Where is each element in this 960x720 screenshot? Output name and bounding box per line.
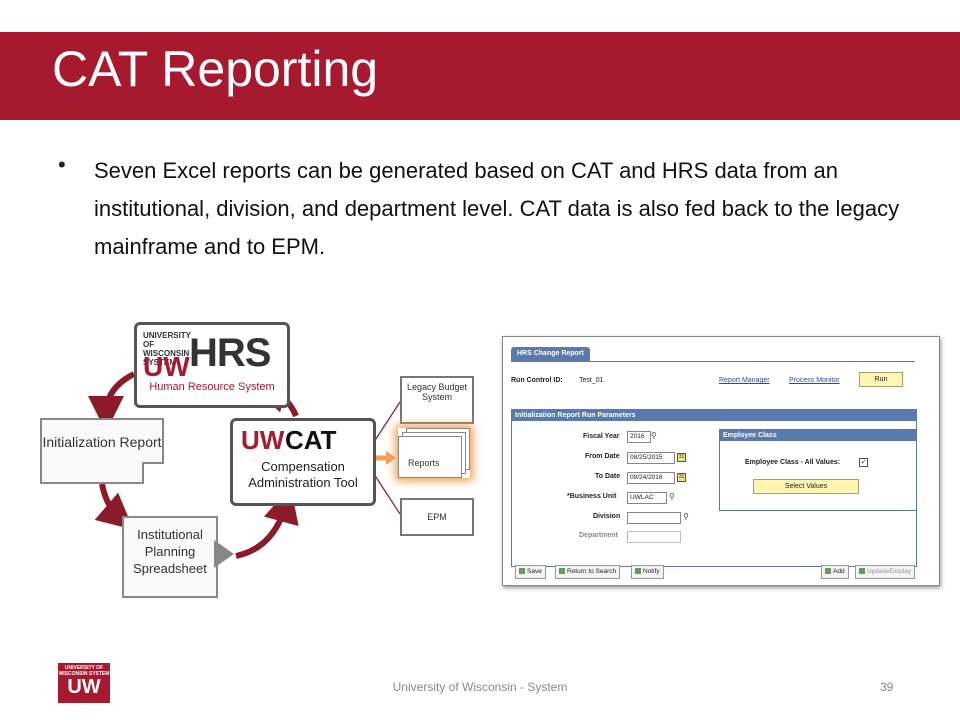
page-number: 39 xyxy=(880,680,894,694)
save-button[interactable]: Save xyxy=(515,565,546,579)
run-control-label: Run Control ID: xyxy=(511,377,563,384)
hrs-change-report-screenshot: HRS Change Report Run Control ID: Test_0… xyxy=(502,336,940,586)
lookup-search-icon[interactable]: ⚲ xyxy=(651,431,657,440)
legacy-budget-label: Legacy Budget System xyxy=(406,382,468,402)
department-input[interactable] xyxy=(627,531,681,543)
division-input[interactable] xyxy=(627,512,681,524)
arrow-ips-to-cat xyxy=(235,486,299,559)
footer-logo-uw: UW xyxy=(67,676,101,698)
return-button-label: Return to Search xyxy=(567,568,617,575)
process-monitor-link[interactable]: Process Monitor xyxy=(789,377,840,384)
employee-class-all-label: Employee Class - All Values: xyxy=(745,459,841,466)
division-label: Division xyxy=(593,513,621,520)
run-control-value: Test_01 xyxy=(579,377,604,384)
department-label: Department xyxy=(579,532,618,539)
cat-logo-cat: CAT xyxy=(285,425,337,455)
to-date-input[interactable]: 08/24/2016 xyxy=(627,472,675,484)
arrow-init-to-ips xyxy=(94,483,134,530)
update-display-button[interactable]: Update/Display xyxy=(855,565,916,579)
reports-label: Reports xyxy=(408,458,440,468)
calendar-icon[interactable]: 31 xyxy=(677,473,686,482)
add-icon xyxy=(825,568,831,575)
add-button[interactable]: Add xyxy=(821,565,849,579)
cat-subtitle: Compensation Administration Tool xyxy=(248,459,358,490)
run-button[interactable]: Run xyxy=(859,372,903,387)
hrs-logo-university: UNIVERSITY OF WISCONSIN SYSTEM xyxy=(143,331,191,367)
footer-text: University of Wisconsin - System xyxy=(392,680,568,694)
tab-divider xyxy=(511,361,915,362)
add-button-label: Add xyxy=(833,568,845,575)
epm-box: EPM xyxy=(400,498,474,536)
calendar-icon[interactable]: 31 xyxy=(677,453,686,462)
lookup-search-icon[interactable]: ⚲ xyxy=(669,492,675,501)
save-button-label: Save xyxy=(527,568,542,575)
employee-class-section: Employee Class xyxy=(719,429,917,511)
slide-title: CAT Reporting xyxy=(52,41,379,97)
uw-footer-logo: UNIVERSITY OF WISCONSIN SYSTEM UW xyxy=(58,663,110,703)
update-button-label: Update/Display xyxy=(867,568,912,575)
business-unit-input[interactable]: UWLAC xyxy=(627,492,667,504)
planning-spreadsheet-label: Institutional Planning Spreadsheet xyxy=(133,527,207,576)
reports-stack: Reports xyxy=(398,428,470,478)
update-icon xyxy=(859,568,865,575)
notify-button-label: Notify xyxy=(643,568,660,575)
process-diagram: UNIVERSITY OF WISCONSIN SYSTEM UW HRS Hu… xyxy=(36,318,496,608)
planning-spreadsheet-box: Institutional Planning Spreadsheet xyxy=(122,516,218,598)
return-icon xyxy=(559,568,565,575)
employee-class-all-checkbox[interactable]: ✓ xyxy=(859,458,868,467)
report-sheet xyxy=(398,436,462,478)
from-date-input[interactable]: 08/25/2015 xyxy=(627,452,675,464)
cat-logo-box: UW CAT Compensation Administration Tool xyxy=(230,418,376,506)
spreadsheet-arrow-icon xyxy=(214,540,234,568)
to-date-label: To Date xyxy=(595,473,621,480)
from-date-label: From Date xyxy=(585,453,620,460)
fiscal-year-input[interactable]: 2016 xyxy=(627,431,651,443)
epm-label: EPM xyxy=(427,512,447,522)
hrs-logo-uw: UW xyxy=(143,351,190,382)
save-icon xyxy=(519,568,525,575)
tab-hrs-change-report[interactable]: HRS Change Report xyxy=(511,347,590,361)
cat-logo-uw: UW xyxy=(241,425,285,455)
hrs-logo-box: UNIVERSITY OF WISCONSIN SYSTEM UW HRS Hu… xyxy=(134,322,290,408)
page-fold-icon xyxy=(142,462,164,484)
initialization-report-box: Initialization Report xyxy=(40,418,164,484)
legacy-budget-box: Legacy Budget System xyxy=(400,376,474,424)
arrow-hrs-to-init xyxy=(88,371,136,432)
hrs-subtitle: Human Resource System xyxy=(149,381,275,393)
bullet-marker: • xyxy=(58,152,66,177)
business-unit-label: *Business Unit xyxy=(567,493,617,500)
initialization-report-label: Initialization Report xyxy=(42,434,162,450)
fiscal-year-label: Fiscal Year xyxy=(583,433,620,440)
footer-logo-university: UNIVERSITY OF WISCONSIN SYSTEM xyxy=(58,665,110,677)
hrs-logo-text: HRS xyxy=(189,331,271,375)
run-parameters-header: Initialization Report Run Parameters xyxy=(512,410,916,421)
employee-class-header: Employee Class xyxy=(720,430,916,441)
bullet-text: Seven Excel reports can be generated bas… xyxy=(94,158,900,259)
lookup-search-icon[interactable]: ⚲ xyxy=(683,512,689,521)
notify-icon xyxy=(635,568,641,575)
return-to-search-button[interactable]: Return to Search xyxy=(555,565,621,579)
select-values-button[interactable]: Select Values xyxy=(753,479,859,494)
notify-button[interactable]: Notify xyxy=(631,565,664,579)
title-bar xyxy=(0,32,960,120)
report-manager-link[interactable]: Report Manager xyxy=(719,377,770,384)
